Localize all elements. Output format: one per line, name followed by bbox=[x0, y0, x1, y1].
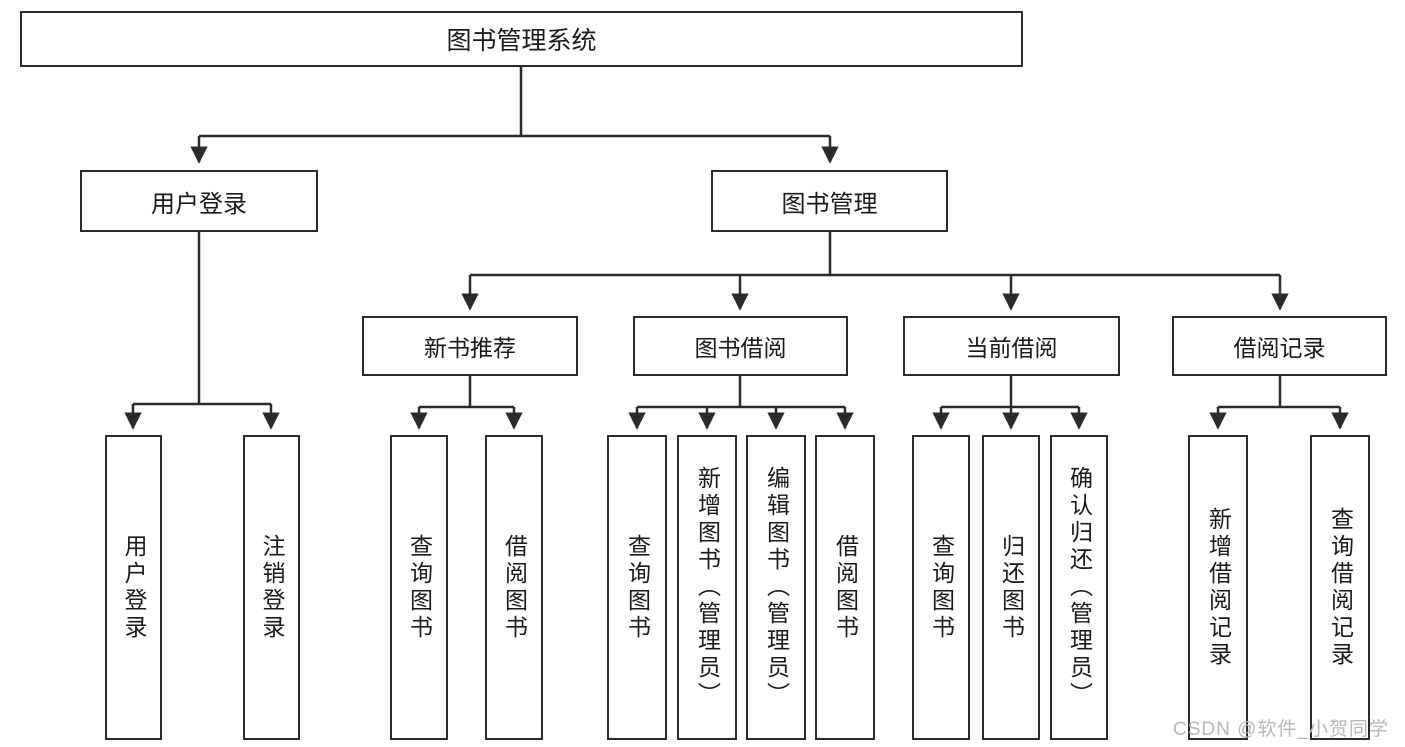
leaf-book-borrow-borrow[interactable]: 借阅图书 bbox=[815, 435, 875, 740]
leaf-book-borrow-edit-admin[interactable]: 编辑图书（管理员） bbox=[746, 435, 806, 740]
leaf-label: 新增借阅记录 bbox=[1205, 506, 1232, 669]
leaf-label: 查询图书 bbox=[928, 533, 955, 642]
leaf-label: 新增图书（管理员） bbox=[694, 466, 721, 709]
leaf-new-book-query[interactable]: 查询图书 bbox=[390, 435, 448, 740]
leaf-label: 查询图书 bbox=[624, 533, 651, 642]
leaf-label: 用户登录 bbox=[121, 533, 147, 642]
leaf-borrow-record-query[interactable]: 查询借阅记录 bbox=[1310, 435, 1370, 740]
leaf-current-borrow-return[interactable]: 归还图书 bbox=[982, 435, 1040, 740]
node-borrow-record-label: 借阅记录 bbox=[1233, 335, 1326, 361]
leaf-label: 归还图书 bbox=[998, 533, 1025, 642]
node-borrow-record[interactable]: 借阅记录 bbox=[1172, 316, 1387, 376]
node-user-login-label: 用户登录 bbox=[151, 190, 247, 218]
node-book-management[interactable]: 图书管理 bbox=[711, 170, 948, 232]
leaf-user-login-login[interactable]: 用户登录 bbox=[105, 435, 162, 740]
node-book-borrow-label: 图书借阅 bbox=[694, 335, 787, 361]
node-user-login[interactable]: 用户登录 bbox=[80, 170, 318, 232]
leaf-current-borrow-confirm-admin[interactable]: 确认归还（管理员） bbox=[1050, 435, 1108, 740]
leaf-label: 注销登录 bbox=[259, 533, 285, 642]
leaf-user-login-logout[interactable]: 注销登录 bbox=[243, 435, 300, 740]
leaf-label: 查询借阅记录 bbox=[1327, 506, 1354, 669]
node-root[interactable]: 图书管理系统 bbox=[20, 11, 1023, 67]
leaf-book-borrow-add-admin[interactable]: 新增图书（管理员） bbox=[677, 435, 737, 740]
node-new-book-recommend-label: 新书推荐 bbox=[424, 335, 516, 361]
leaf-label: 借阅图书 bbox=[832, 533, 859, 642]
node-current-borrow[interactable]: 当前借阅 bbox=[903, 316, 1120, 376]
node-new-book-recommend[interactable]: 新书推荐 bbox=[362, 316, 578, 376]
leaf-label: 借阅图书 bbox=[501, 533, 528, 642]
leaf-current-borrow-query[interactable]: 查询图书 bbox=[912, 435, 970, 740]
leaf-label: 编辑图书（管理员） bbox=[763, 466, 790, 709]
node-book-borrow[interactable]: 图书借阅 bbox=[633, 316, 848, 376]
node-book-management-label: 图书管理 bbox=[781, 190, 878, 218]
leaf-label: 查询图书 bbox=[406, 533, 433, 642]
leaf-label: 确认归还（管理员） bbox=[1066, 466, 1093, 709]
leaf-new-book-borrow[interactable]: 借阅图书 bbox=[485, 435, 543, 740]
leaf-borrow-record-add[interactable]: 新增借阅记录 bbox=[1188, 435, 1248, 740]
leaf-book-borrow-query[interactable]: 查询图书 bbox=[607, 435, 667, 740]
node-root-label: 图书管理系统 bbox=[446, 27, 597, 55]
node-current-borrow-label: 当前借阅 bbox=[965, 335, 1058, 361]
